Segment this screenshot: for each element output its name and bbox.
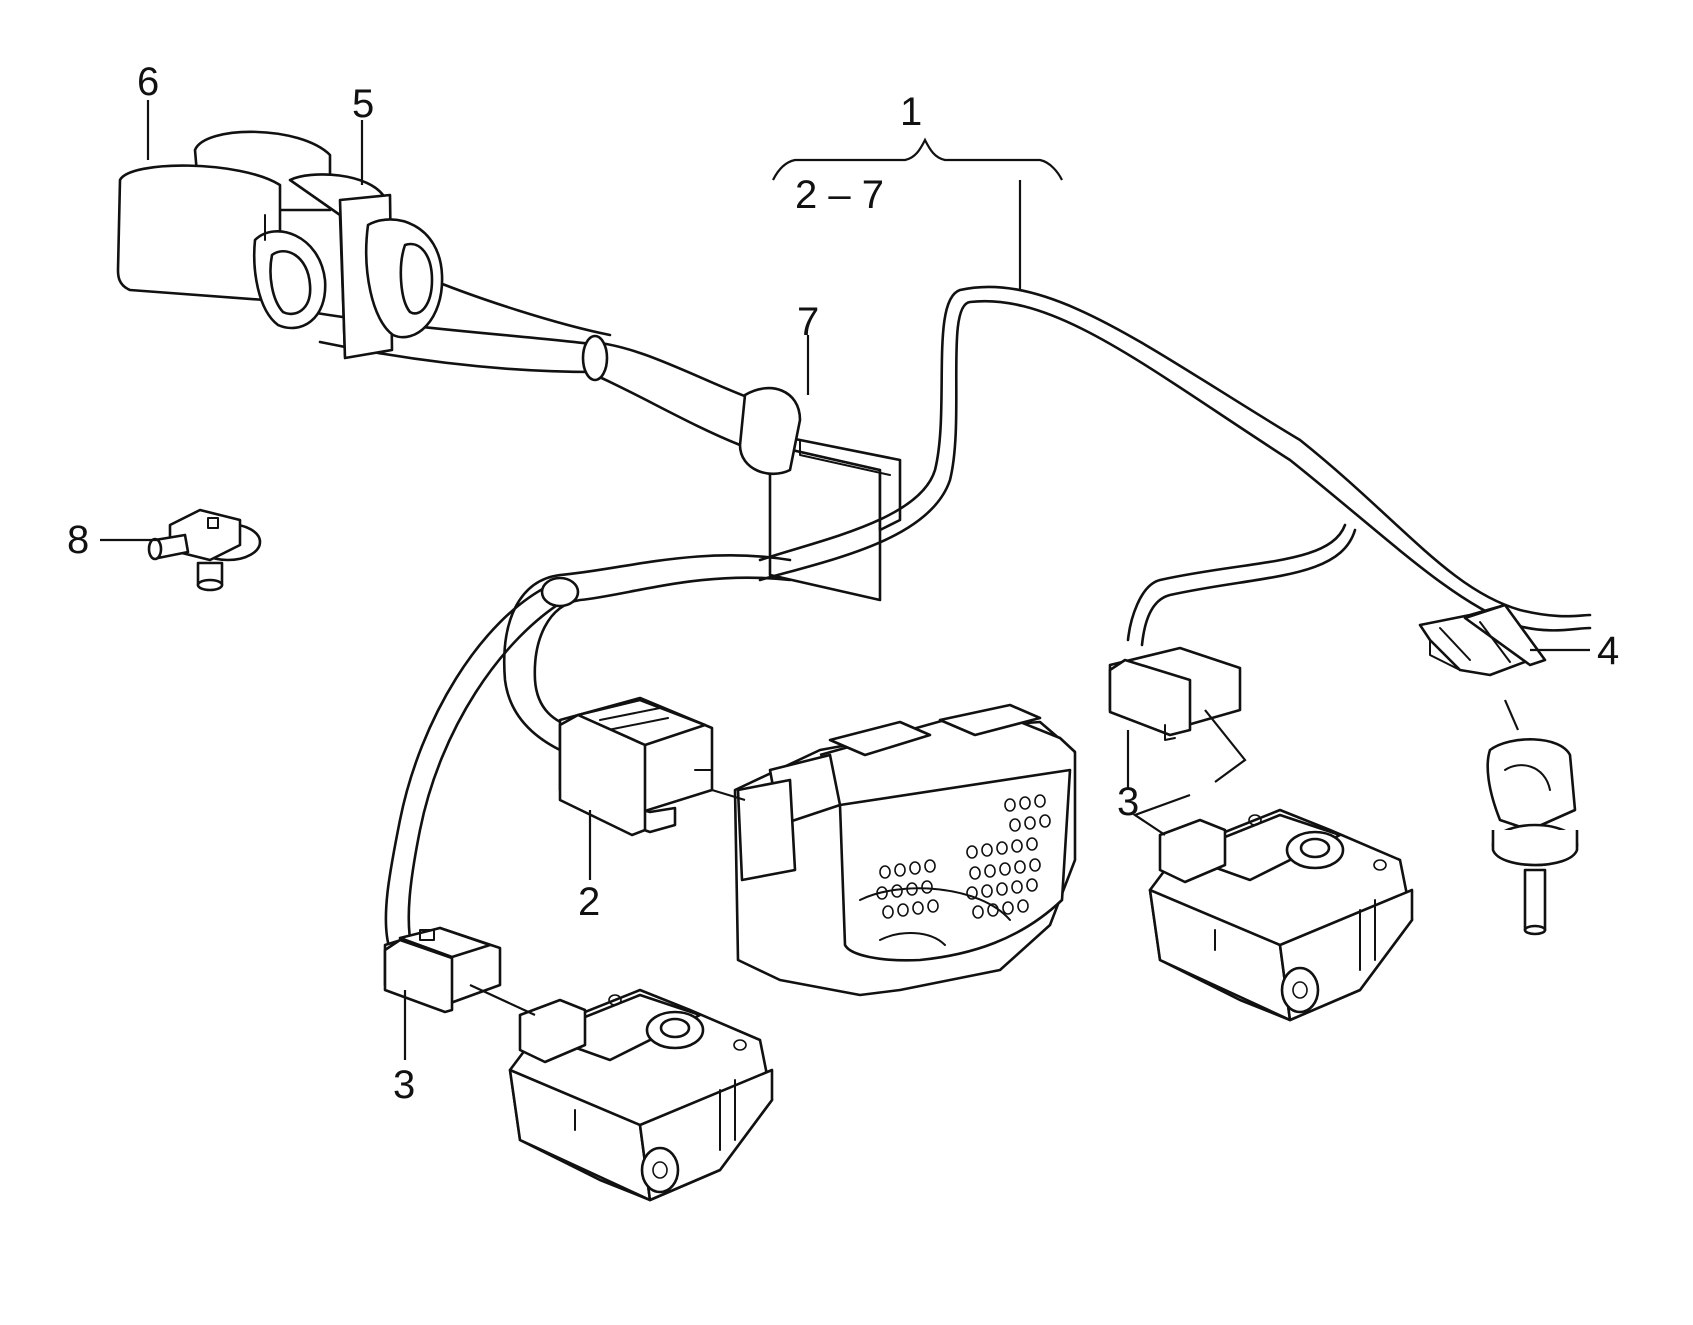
callout-1: 1 — [900, 90, 922, 134]
callout-3-left: 3 — [393, 1063, 415, 1107]
callout-8: 8 — [67, 518, 89, 562]
callout-2: 2 — [578, 880, 600, 924]
connector-3-left-plug — [383, 926, 502, 1014]
module-pin-grid — [876, 794, 1051, 919]
connector-3-right-plug — [1108, 646, 1242, 741]
connector-2-plug — [558, 696, 714, 837]
connector-6 — [116, 130, 332, 330]
servo-motor-left — [508, 988, 774, 1202]
callout-6: 6 — [137, 60, 159, 104]
clip-8 — [147, 508, 262, 592]
connector-5 — [288, 173, 444, 360]
temperature-sensor — [1486, 738, 1579, 936]
callout-1-range: 2 – 7 — [795, 173, 884, 217]
connector-4 — [1418, 603, 1547, 677]
callout-4: 4 — [1597, 629, 1619, 673]
connector-4-to-sensor-line — [1503, 699, 1520, 731]
callout-7: 7 — [797, 300, 819, 344]
callouts: 6 5 1 2 – 7 7 8 4 2 3 3 — [67, 60, 1619, 1107]
callout-5: 5 — [352, 82, 374, 126]
control-module — [733, 703, 1077, 997]
leader-lines — [100, 100, 1590, 1060]
callout-3-right: 3 — [1117, 780, 1139, 824]
servo-motor-right — [1148, 808, 1414, 1022]
